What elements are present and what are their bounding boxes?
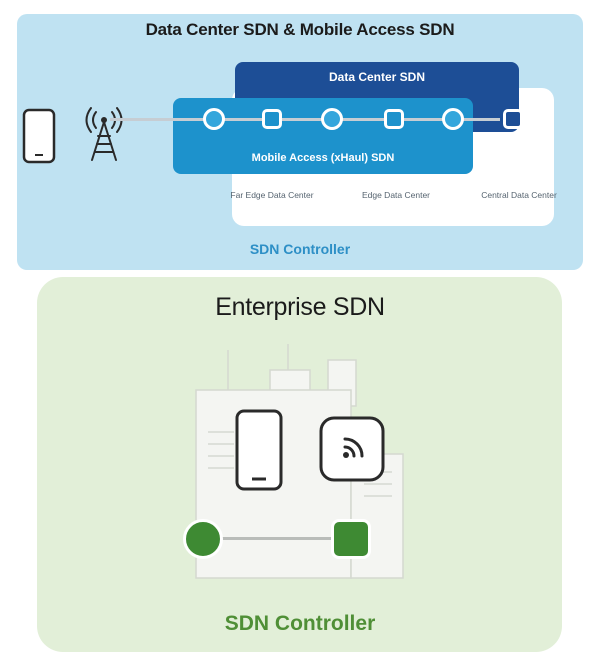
site-label-central: Central Data Center xyxy=(481,190,557,200)
datacenter-node-1 xyxy=(262,109,282,129)
mobile-access-node-3 xyxy=(442,108,464,130)
enterprise-node-circle xyxy=(183,519,223,559)
enterprise-panel-title: Enterprise SDN xyxy=(215,293,385,321)
network-link-line xyxy=(110,118,500,121)
enterprise-node-square xyxy=(331,519,371,559)
top-sdn-controller-label: SDN Controller xyxy=(249,241,351,257)
site-label-far-edge: Far Edge Data Center xyxy=(230,190,314,200)
mobile-access-node-1 xyxy=(203,108,225,130)
site-label-edge: Edge Data Center xyxy=(361,190,431,200)
smartphone-icon xyxy=(234,408,284,497)
mobile-access-sdn-label: Mobile Access (xHaul) SDN xyxy=(251,152,395,164)
enterprise-link-line xyxy=(218,537,333,540)
datacenter-node-2 xyxy=(384,109,404,129)
mobile-access-node-2 xyxy=(321,108,343,130)
cell-tower-icon xyxy=(80,106,128,167)
wifi-access-point-icon xyxy=(318,415,386,488)
datacenter-node-3 xyxy=(503,109,523,129)
smartphone-icon xyxy=(22,108,56,169)
top-panel-title: Data Center SDN & Mobile Access SDN xyxy=(145,20,455,39)
enterprise-sdn-controller-label: SDN Controller xyxy=(224,612,376,635)
datacenter-sdn-label: Data Center SDN xyxy=(328,70,426,84)
